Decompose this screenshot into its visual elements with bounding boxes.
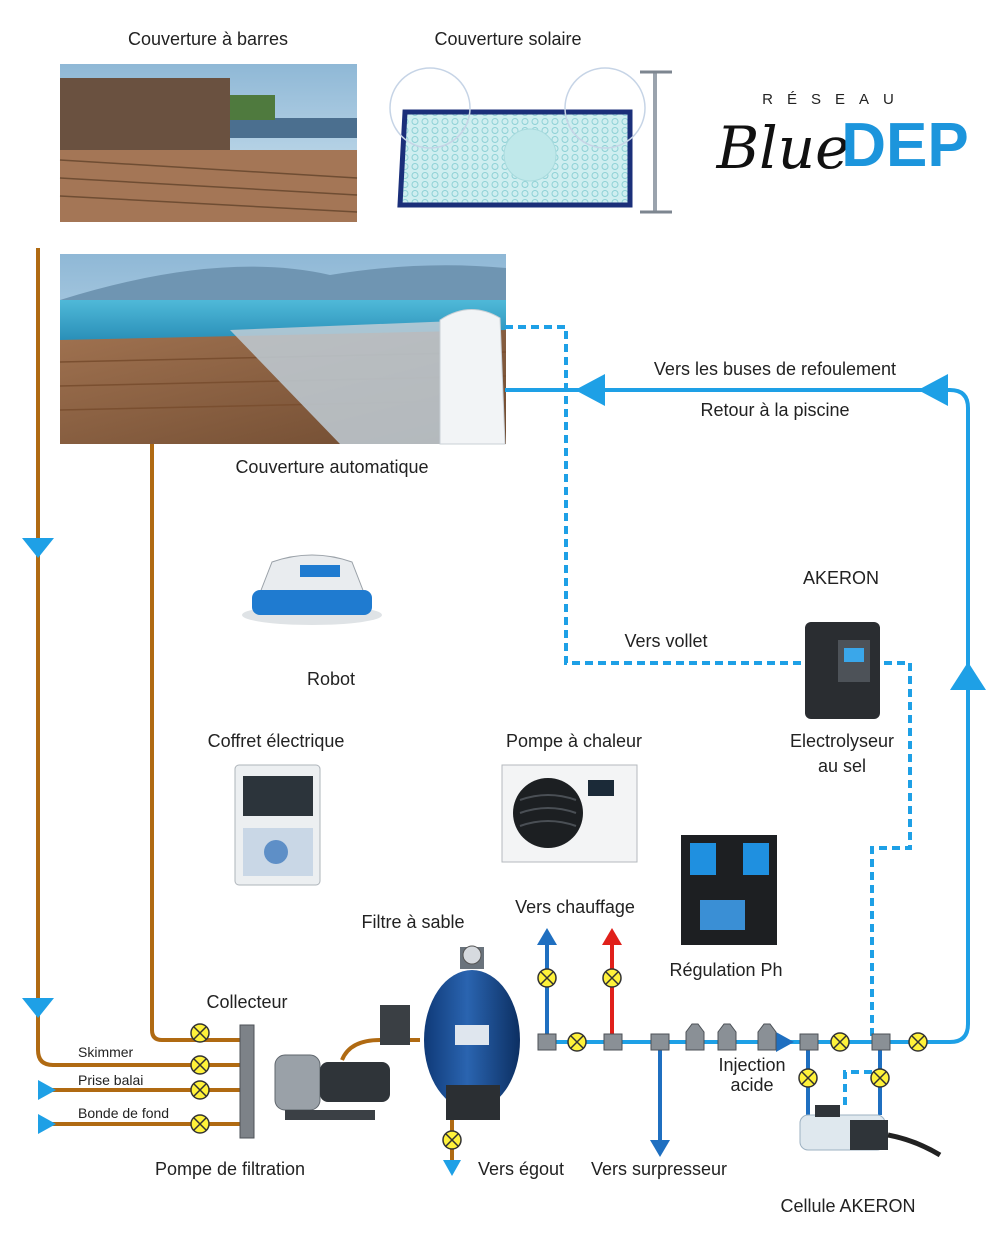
label-pool-return: Retour à la piscine [700, 400, 849, 420]
label-filtration-pump: Pompe de filtration [155, 1159, 305, 1179]
sand-filter-image [380, 945, 520, 1120]
heat-pump-image [501, 764, 638, 863]
left-arrow-icon [918, 374, 948, 406]
filtration-pump-image [274, 1054, 390, 1120]
label-to-heating: Vers chauffage [515, 897, 635, 917]
down-arrow-icon [22, 998, 54, 1018]
label-bar-cover: Couverture à barres [128, 29, 288, 49]
electrical-box-image [234, 764, 321, 886]
bar-cover-photo [59, 64, 358, 222]
label-return-nozzles: Vers les buses de refoulement [654, 359, 896, 379]
label-to-shutter: Vers vollet [624, 631, 707, 651]
labels: Couverture à barres Couverture solaire C… [78, 29, 916, 1216]
collector-manifold [239, 1024, 255, 1139]
akeron-cell-image [799, 1105, 942, 1158]
label-to-booster: Vers surpresseur [591, 1159, 727, 1179]
label-sand-filter: Filtre à sable [361, 912, 464, 932]
label-vacuum-inlet: Prise balai [78, 1072, 143, 1088]
label-akeron-cell: Cellule AKERON [780, 1196, 915, 1216]
label-electrical-box: Coffret électrique [208, 731, 345, 751]
label-robot: Robot [307, 669, 355, 689]
brand-logo: RÉSEAU Blue DEP [716, 91, 969, 182]
brand-script-text: Blue [716, 114, 850, 182]
label-collector: Collecteur [206, 992, 287, 1012]
brand-bold-text: DEP [841, 111, 968, 180]
down-arrow-icon [22, 538, 54, 558]
label-solar-cover: Couverture solaire [434, 29, 581, 49]
left-arrow-icon [575, 374, 605, 406]
valve-icons [190, 968, 928, 1150]
down-arrow-icon [650, 1140, 670, 1157]
up-arrow-icon [537, 928, 557, 945]
pipe-fittings [537, 1023, 891, 1051]
label-akeron: AKERON [803, 568, 879, 588]
label-electrolyser: Electrolyseur [790, 731, 894, 751]
up-arrow-icon [950, 662, 986, 690]
label-skimmer: Skimmer [78, 1044, 134, 1060]
label-auto-cover: Couverture automatique [235, 457, 428, 477]
right-arrow-icon [38, 1114, 56, 1134]
solar-cover-photo [385, 64, 675, 222]
label-acid-injection: Injection [718, 1055, 785, 1075]
label-electrolyser-salt: au sel [818, 756, 866, 776]
auto-cover-photo [59, 254, 507, 445]
right-arrow-icon [776, 1032, 794, 1052]
dashed-control-lines [505, 325, 912, 1105]
label-ph-regulation: Régulation Ph [669, 960, 782, 980]
brand-top-text: RÉSEAU [762, 91, 908, 108]
label-to-sewer: Vers égout [478, 1159, 564, 1179]
right-arrow-icon [38, 1080, 56, 1100]
label-heat-pump: Pompe à chaleur [506, 731, 642, 751]
label-acid-injection-2: acide [730, 1075, 773, 1095]
akeron-device-image [805, 622, 880, 719]
ph-regulation-image [681, 835, 777, 945]
label-main-drain: Bonde de fond [78, 1105, 169, 1121]
down-arrow-icon [443, 1160, 461, 1176]
robot-image [242, 554, 382, 625]
up-arrow-icon [602, 928, 622, 945]
